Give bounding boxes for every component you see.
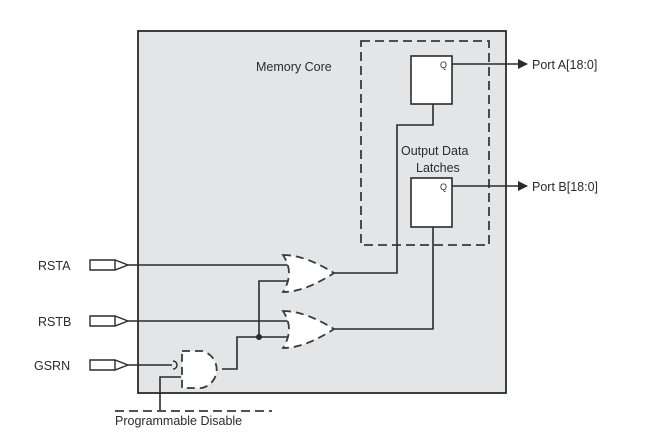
memory-core-region (360, 40, 490, 246)
input-pin-rstb (89, 315, 130, 327)
and-gate (181, 350, 218, 389)
input-pin-rsta (89, 259, 130, 271)
latch-b-q-label: Q (440, 182, 447, 192)
input-pin-gsrn (89, 359, 130, 371)
rst-a-to-latch-a-wire (334, 104, 434, 274)
input-label-gsrn: GSRN (34, 359, 70, 373)
latch-a-q-label: Q (440, 60, 447, 70)
inverter-bubble-icon (172, 360, 178, 370)
or-gate-b (281, 310, 336, 349)
output-latches-label-2: Latches (416, 161, 460, 175)
port-a-label: Port A[18:0] (532, 58, 597, 72)
memory-core-label: Memory Core (256, 60, 332, 74)
output-latches-label-1: Output Data (401, 144, 468, 158)
port-b-label: Port B[18:0] (532, 180, 598, 194)
programmable-disable-wire (159, 376, 181, 410)
input-label-rsta: RSTA (38, 259, 71, 273)
rst-b-to-latch-b-wire (334, 227, 434, 330)
input-label-rstb: RSTB (38, 315, 71, 329)
programmable-disable-label: Programmable Disable (115, 414, 242, 428)
latch-a (410, 55, 453, 105)
gsr-to-or-a-wire (258, 280, 290, 337)
gsr-branch-wire (222, 336, 290, 370)
junction-dot (256, 334, 262, 340)
latch-b (410, 177, 453, 228)
or-gate-a (281, 254, 336, 293)
